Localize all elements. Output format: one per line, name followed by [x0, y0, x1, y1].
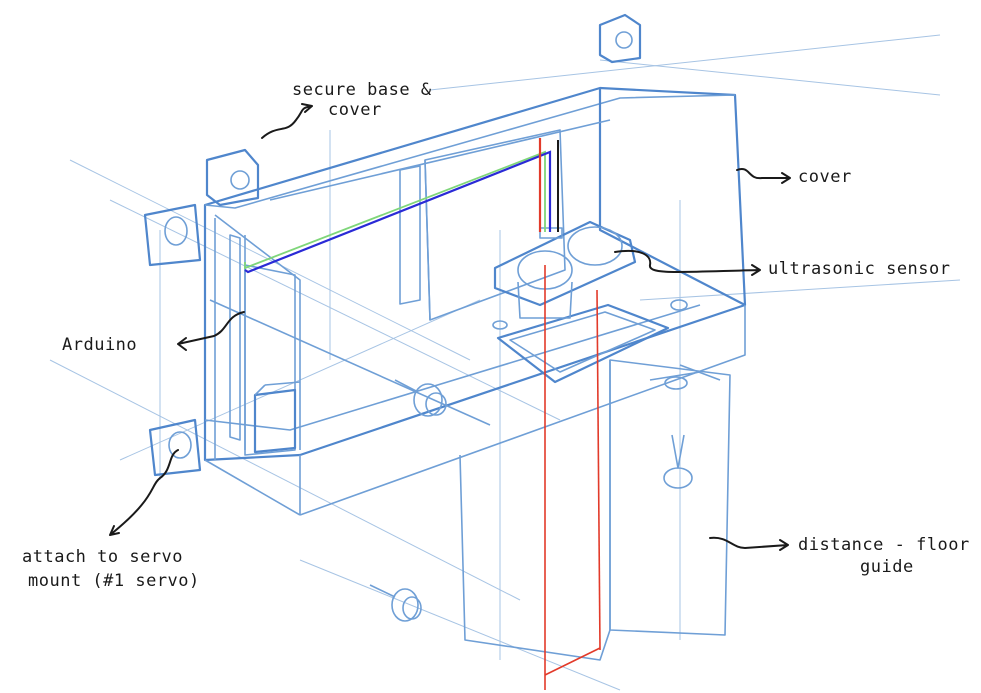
arrow-servo-mount — [109, 449, 179, 536]
screw-bottom — [369, 584, 422, 622]
label-ultrasonic-sensor: ultrasonic sensor — [768, 259, 951, 279]
label-arduino: Arduino — [62, 335, 137, 355]
label-cover: cover — [798, 167, 852, 187]
mount-tab-top-left — [143, 203, 202, 267]
wires — [244, 138, 559, 274]
label-floor-guide-line2: guide — [860, 557, 914, 577]
mount-tab-bottom-left — [148, 418, 202, 477]
label-attach-servo-line1: attach to servo — [22, 547, 183, 567]
distance-beams — [544, 265, 601, 690]
screw-middle — [394, 379, 447, 417]
top-box — [269, 119, 611, 321]
arrow-floor-guide — [709, 536, 789, 551]
label-floor-guide-line1: distance - floor — [798, 535, 970, 555]
annotation-arrows — [109, 103, 791, 551]
arrow-cover — [736, 167, 791, 184]
arrow-arduino — [177, 311, 245, 351]
floor-guide — [459, 359, 731, 661]
construction-lines — [49, 34, 961, 691]
screw-block-top-left — [205, 148, 260, 207]
sensor-cutout — [492, 299, 688, 384]
labels: secure base & cover cover ultrasonic sen… — [22, 80, 970, 591]
label-secure-base-line1: secure base & — [292, 80, 432, 100]
screw-guide — [663, 434, 693, 489]
arrow-secure-base — [261, 103, 313, 139]
label-secure-base-line2: cover — [328, 100, 382, 120]
label-attach-servo-line2: mount (#1 servo) — [28, 571, 200, 591]
arrow-ultrasonic — [614, 249, 761, 276]
screw-block-top-right — [598, 13, 642, 64]
arduino-board — [229, 234, 301, 456]
